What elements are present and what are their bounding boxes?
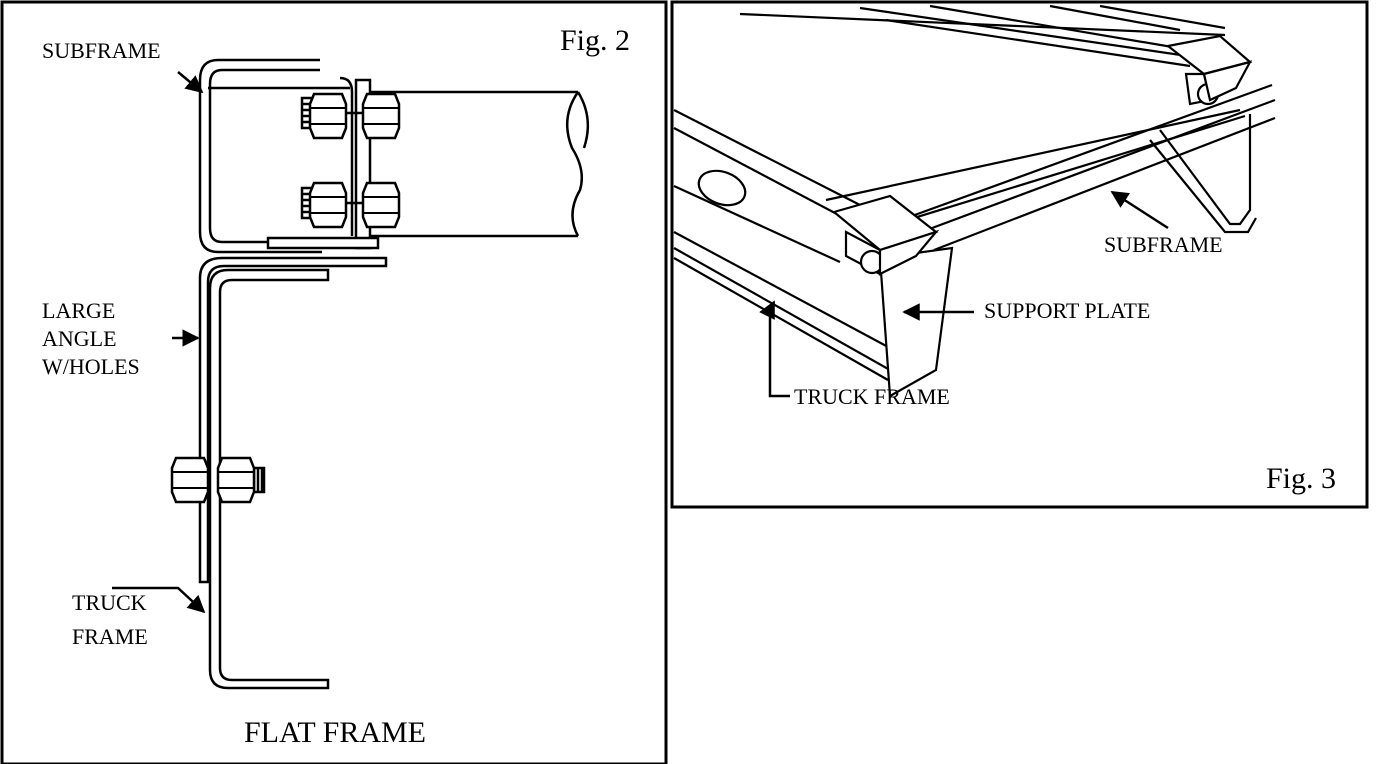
fig3-subframe-label: SUBFRAME [1104, 232, 1223, 257]
fig3-support-plate-label: SUPPORT PLATE [984, 298, 1150, 323]
fig2-caption: FLAT FRAME [244, 716, 426, 749]
fig3-drawing [673, 4, 1276, 398]
fig2-arrows [112, 71, 206, 614]
fig3-title: Fig. 3 [1266, 462, 1336, 495]
fig2-large-angle-label-2: ANGLE [42, 326, 117, 351]
fig3-arrows [759, 190, 1169, 398]
fig3-panel-border [670, 0, 1369, 509]
fig2-title: Fig. 2 [560, 24, 630, 57]
fig2-panel-border [0, 0, 668, 764]
fig2-truck-frame-label-2: FRAME [72, 624, 148, 649]
fig2-large-angle-label-3: W/HOLES [42, 354, 140, 379]
fig3-truck-frame-label: TRUCK FRAME [794, 384, 950, 409]
fig2-truck-frame-label-1: TRUCK [72, 590, 147, 615]
fig2-large-angle-label-1: LARGE [42, 298, 115, 323]
fig2-subframe-label: SUBFRAME [42, 38, 161, 63]
